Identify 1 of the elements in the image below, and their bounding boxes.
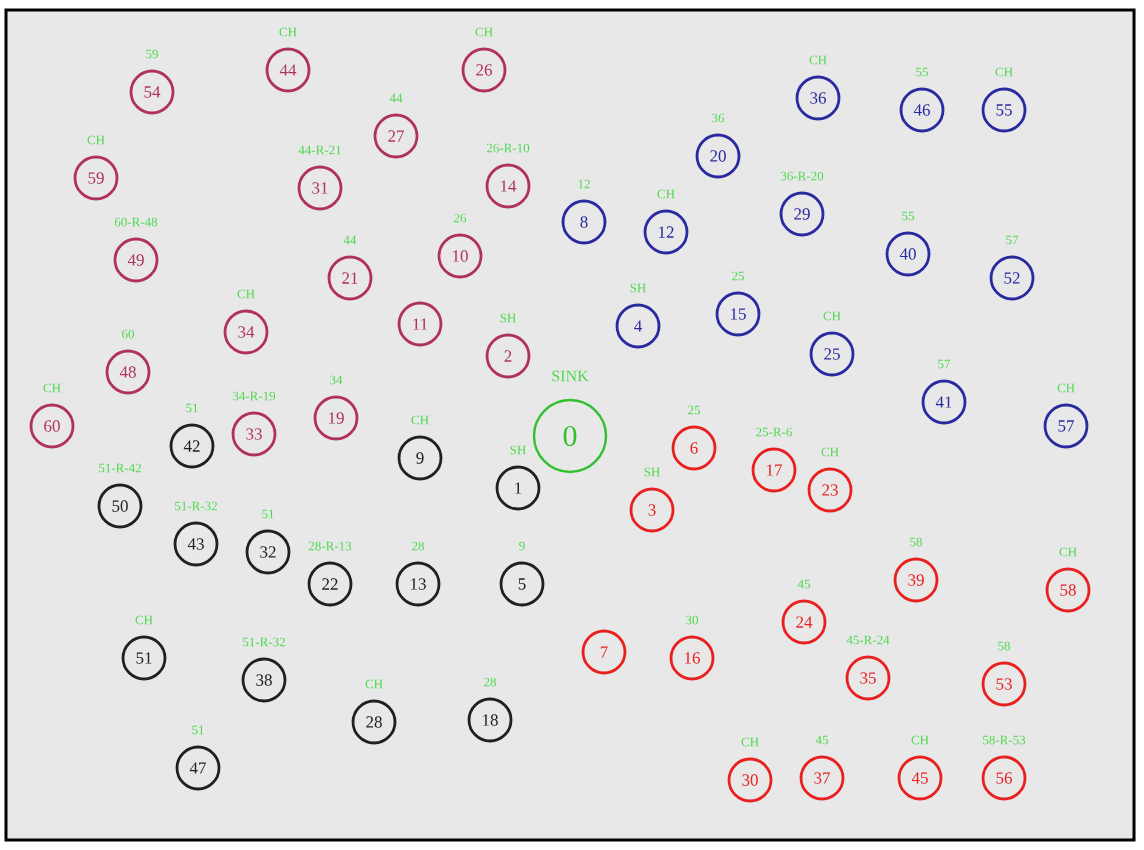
node-label: SINK	[552, 370, 589, 382]
